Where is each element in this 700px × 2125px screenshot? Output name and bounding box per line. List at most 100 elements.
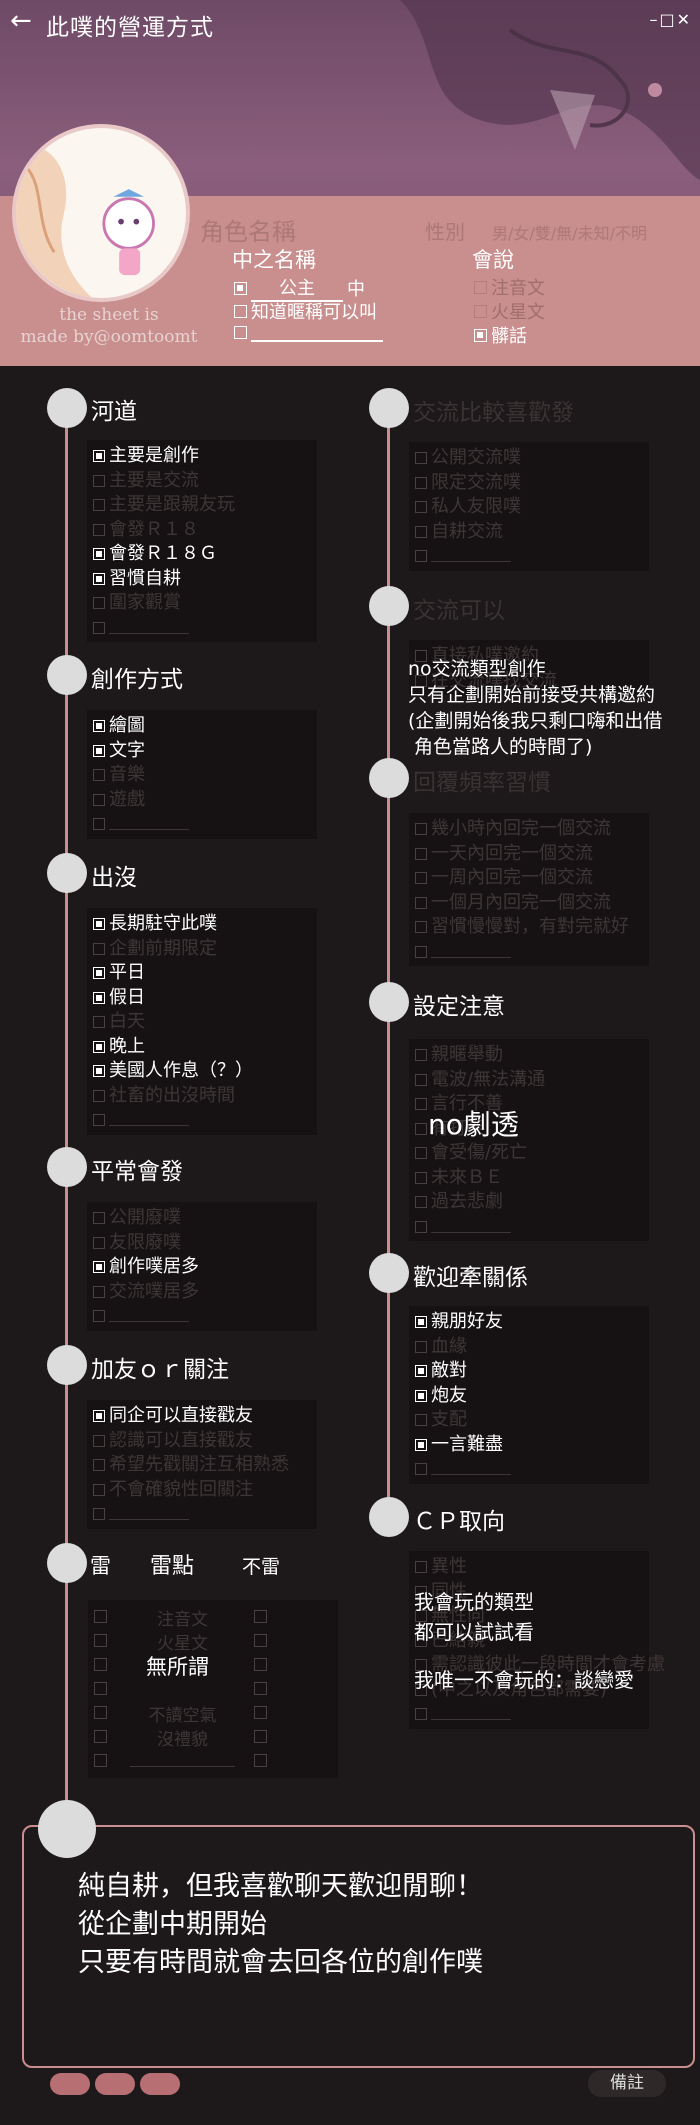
maximize-icon[interactable]: □ — [659, 10, 675, 29]
thunder-checkbox[interactable] — [94, 1610, 107, 1623]
thunder-checkbox[interactable] — [94, 1754, 107, 1767]
option-checkbox[interactable] — [415, 1073, 427, 1086]
option-item[interactable]: 會發Ｒ１８ — [93, 518, 235, 543]
option-checkbox[interactable] — [93, 991, 105, 1004]
option-item[interactable]: 社畜的出沒時間 — [93, 1084, 253, 1109]
not-thunder-checkbox[interactable] — [254, 1730, 267, 1743]
option-item[interactable]: 白天 — [93, 1010, 253, 1035]
option-checkbox[interactable] — [93, 1410, 105, 1423]
option-checkbox[interactable] — [93, 1508, 105, 1521]
option-checkbox[interactable] — [93, 918, 105, 931]
speak-checkbox[interactable] — [474, 280, 487, 294]
option-item[interactable] — [415, 1457, 511, 1482]
not-thunder-checkbox[interactable] — [254, 1658, 267, 1671]
thunder-checkbox[interactable] — [94, 1706, 107, 1719]
option-checkbox[interactable] — [415, 452, 427, 465]
blank-field[interactable] — [431, 1708, 511, 1721]
option-checkbox[interactable] — [415, 550, 427, 563]
option-item[interactable]: 同性 — [415, 1580, 665, 1605]
option-item[interactable]: 未來ＢＥ — [415, 1166, 545, 1191]
speak-checkbox[interactable] — [474, 328, 487, 342]
option-item[interactable]: 一個月內回完一個交流 — [415, 891, 629, 916]
speak-checkbox[interactable] — [474, 304, 487, 318]
option-item[interactable]: 習慣自耕 — [93, 567, 235, 592]
option-checkbox[interactable] — [415, 1438, 427, 1451]
option-checkbox[interactable] — [93, 1065, 105, 1078]
blank-field[interactable] — [109, 1508, 189, 1521]
option-checkbox[interactable] — [415, 1610, 427, 1623]
blank-field[interactable] — [109, 818, 189, 831]
option-item[interactable]: 繪圖 — [93, 714, 189, 739]
option-checkbox[interactable] — [415, 1098, 427, 1111]
option-checkbox[interactable] — [93, 720, 105, 733]
not-thunder-checkbox[interactable] — [254, 1706, 267, 1719]
option-checkbox[interactable] — [415, 1316, 427, 1329]
option-item[interactable]: 遊戲 — [93, 788, 189, 813]
option-item[interactable]: 主要是跟親友玩 — [93, 493, 235, 518]
option-checkbox[interactable] — [93, 1114, 105, 1127]
option-checkbox[interactable] — [93, 1016, 105, 1029]
option-checkbox[interactable] — [93, 818, 105, 831]
option-checkbox[interactable] — [415, 1463, 427, 1476]
thunder-checkbox[interactable] — [94, 1658, 107, 1671]
option-item[interactable]: 無性向 — [415, 1604, 665, 1629]
nickname-opt2-checkbox[interactable] — [234, 304, 247, 318]
option-checkbox[interactable] — [415, 525, 427, 538]
option-checkbox[interactable] — [415, 872, 427, 885]
option-item[interactable]: 一言難盡 — [415, 1433, 511, 1458]
option-checkbox[interactable] — [93, 1483, 105, 1496]
option-item[interactable]: 友限廢噗 — [93, 1231, 199, 1256]
blank-field[interactable] — [431, 550, 511, 563]
option-checkbox[interactable] — [415, 501, 427, 514]
option-checkbox[interactable] — [415, 1220, 427, 1233]
option-checkbox[interactable] — [415, 823, 427, 836]
option-item[interactable]: 假日 — [93, 986, 253, 1011]
option-item[interactable]: 主要是交流 — [93, 469, 235, 494]
option-item[interactable] — [93, 1304, 199, 1329]
option-item[interactable]: (中之以及角色都需要) — [415, 1678, 665, 1703]
option-item[interactable]: 限定交流噗 — [415, 471, 521, 496]
minimize-icon[interactable]: – — [649, 10, 658, 29]
option-checkbox[interactable] — [415, 1340, 427, 1353]
option-checkbox[interactable] — [93, 1236, 105, 1249]
option-checkbox[interactable] — [415, 1561, 427, 1574]
option-item[interactable]: 幾小時內回完一個交流 — [415, 817, 629, 842]
option-checkbox[interactable] — [415, 1683, 427, 1696]
blank-field[interactable] — [431, 1221, 511, 1233]
not-thunder-checkbox[interactable] — [254, 1634, 267, 1647]
option-item[interactable]: 有打架 — [415, 1117, 545, 1142]
option-checkbox[interactable] — [93, 621, 105, 634]
option-item[interactable] — [415, 940, 629, 965]
option-checkbox[interactable] — [93, 1459, 105, 1472]
option-item[interactable] — [415, 544, 521, 569]
option-item[interactable]: 會發Ｒ１８Ｇ — [93, 542, 235, 567]
option-checkbox[interactable] — [93, 499, 105, 512]
option-item[interactable] — [415, 1215, 545, 1240]
nickname-checkbox[interactable] — [234, 281, 247, 295]
option-checkbox[interactable] — [415, 945, 427, 958]
option-checkbox[interactable] — [415, 476, 427, 489]
option-item[interactable]: 音樂 — [93, 763, 189, 788]
option-checkbox[interactable] — [415, 1389, 427, 1402]
option-checkbox[interactable] — [415, 1049, 427, 1062]
option-item[interactable]: 言行不善 — [415, 1092, 545, 1117]
option-checkbox[interactable] — [93, 1434, 105, 1447]
option-item[interactable]: 不會確貌性回關注 — [93, 1478, 289, 1503]
option-item[interactable]: 主要是創作 — [93, 444, 235, 469]
page-pill-1[interactable] — [50, 2073, 90, 2095]
option-checkbox[interactable] — [415, 674, 427, 687]
option-checkbox[interactable] — [93, 450, 105, 463]
blank-field[interactable] — [109, 1114, 189, 1127]
option-checkbox[interactable] — [415, 847, 427, 860]
option-item[interactable]: 公開交流噗 — [415, 446, 521, 471]
thunder-checkbox[interactable] — [94, 1634, 107, 1647]
option-item[interactable] — [93, 1502, 289, 1527]
close-icon[interactable]: ✕ — [676, 10, 690, 29]
option-checkbox[interactable] — [93, 1040, 105, 1053]
option-item[interactable]: 自耕交流 — [415, 520, 521, 545]
option-item[interactable]: 習慣慢慢對，有對完就好 — [415, 915, 629, 940]
option-item[interactable]: 親朋好友 — [415, 1310, 511, 1335]
option-item[interactable]: 美國人作息（？） — [93, 1059, 253, 1084]
not-thunder-checkbox[interactable] — [254, 1754, 267, 1767]
option-item[interactable]: 親暱舉動 — [415, 1043, 545, 1068]
